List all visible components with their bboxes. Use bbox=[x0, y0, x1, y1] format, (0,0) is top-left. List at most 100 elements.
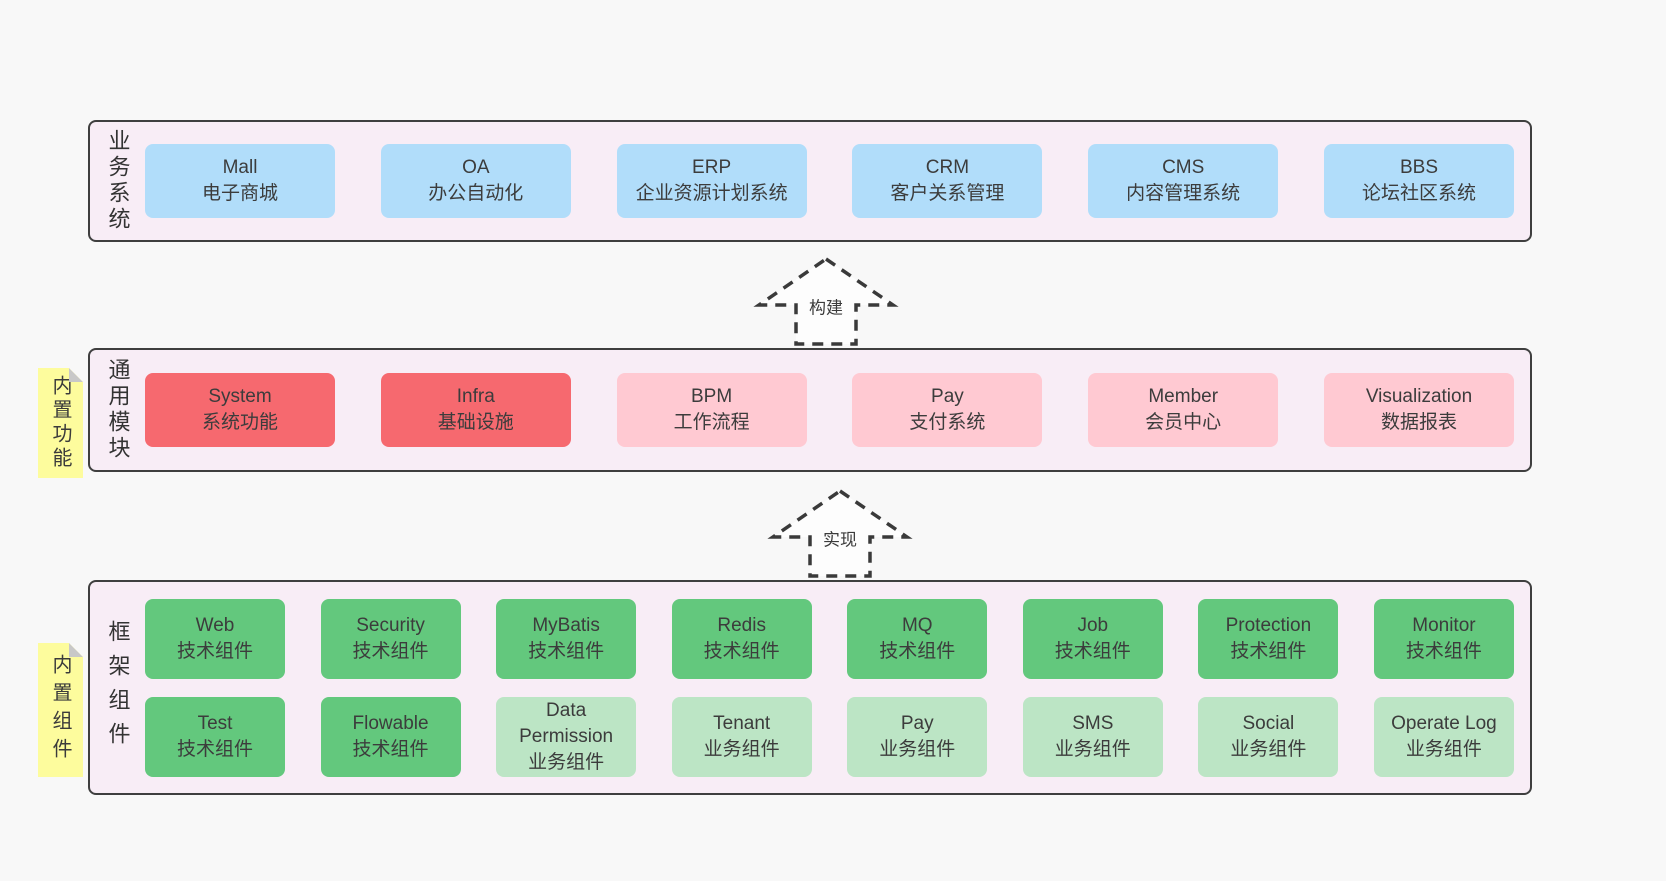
box-title: Infra bbox=[456, 386, 495, 407]
box-subtitle: 数据报表 bbox=[1380, 412, 1457, 433]
box-subtitle: 业务组件 bbox=[1054, 738, 1131, 760]
band-box-grid: Web 技术组件 Security 技术组件 MyBatis 技术组件 Redi… bbox=[145, 598, 1530, 777]
band-box-row: System 系统功能 Infra 基础设施 BPM 工作流程 Pay 支付系统… bbox=[145, 373, 1530, 447]
box-title: Tenant bbox=[713, 712, 771, 734]
box-subtitle: 业务组件 bbox=[703, 738, 780, 760]
box-title: OA bbox=[462, 157, 490, 178]
box-subtitle: 电子商城 bbox=[201, 183, 278, 204]
box-monitor: Monitor 技术组件 bbox=[1373, 598, 1514, 679]
box-subtitle: 内容管理系统 bbox=[1126, 183, 1241, 204]
sticky-note-builtin-features: 内置功能 bbox=[38, 368, 83, 478]
box-mybatis: MyBatis 技术组件 bbox=[496, 598, 637, 679]
box-title: Protection bbox=[1225, 614, 1312, 636]
note-fold-icon bbox=[69, 368, 83, 382]
box-title: Redis bbox=[717, 614, 766, 636]
box-data-permission: Data Permission 业务组件 bbox=[496, 696, 637, 777]
box-erp: ERP 企业资源计划系统 bbox=[616, 144, 807, 218]
box-title: Data Permission bbox=[519, 699, 614, 747]
box-title: Member bbox=[1148, 386, 1219, 407]
box-subtitle: 业务组件 bbox=[1230, 738, 1307, 760]
box-system: System 系统功能 bbox=[145, 373, 335, 447]
box-flowable: Flowable 技术组件 bbox=[320, 696, 461, 777]
implement-arrow: 实现 bbox=[765, 488, 915, 580]
box-social: Social 业务组件 bbox=[1198, 696, 1339, 777]
box-title: Security bbox=[356, 614, 425, 636]
box-subtitle: 技术组件 bbox=[1054, 640, 1131, 662]
box-security: Security 技术组件 bbox=[320, 598, 461, 679]
box-title: Web bbox=[195, 614, 235, 636]
box-title: SMS bbox=[1072, 712, 1114, 734]
arrow-label: 构建 bbox=[805, 292, 847, 320]
box-subtitle: 工作流程 bbox=[673, 412, 750, 433]
note-fold-icon bbox=[69, 643, 83, 657]
box-mall: Mall 电子商城 bbox=[145, 144, 335, 218]
band-framework-components: 框架组件 Web 技术组件 Security 技术组件 MyBatis 技术组件… bbox=[88, 580, 1532, 795]
box-tenant: Tenant 业务组件 bbox=[671, 696, 812, 777]
box-title: CRM bbox=[925, 157, 970, 178]
box-protection: Protection 技术组件 bbox=[1198, 598, 1339, 679]
box-subtitle: 客户关系管理 bbox=[890, 183, 1005, 204]
band-label: 框架组件 bbox=[105, 619, 131, 756]
box-title: Test bbox=[197, 712, 233, 734]
box-subtitle: 技术组件 bbox=[703, 640, 780, 662]
box-title: Monitor bbox=[1412, 614, 1476, 636]
box-redis: Redis 技术组件 bbox=[671, 598, 812, 679]
box-title: Operate Log bbox=[1391, 712, 1497, 734]
box-subtitle: 会员中心 bbox=[1145, 412, 1222, 433]
box-title: BPM bbox=[691, 386, 733, 407]
box-title: Job bbox=[1077, 614, 1109, 636]
box-title: BBS bbox=[1399, 157, 1438, 178]
box-title: CMS bbox=[1162, 157, 1205, 178]
build-arrow: 构建 bbox=[751, 256, 901, 348]
box-bbs: BBS 论坛社区系统 bbox=[1323, 144, 1514, 218]
box-title: MQ bbox=[901, 614, 933, 636]
box-test: Test 技术组件 bbox=[145, 696, 285, 777]
box-operate-log: Operate Log 业务组件 bbox=[1373, 696, 1514, 777]
box-title: Pay bbox=[931, 386, 964, 407]
box-subtitle: 技术组件 bbox=[528, 640, 605, 662]
box-subtitle: 技术组件 bbox=[1230, 640, 1307, 662]
box-sms: SMS 业务组件 bbox=[1022, 696, 1163, 777]
box-subtitle: 支付系统 bbox=[909, 412, 986, 433]
box-subtitle: 业务组件 bbox=[879, 738, 956, 760]
box-job: Job 技术组件 bbox=[1022, 598, 1163, 679]
box-subtitle: 论坛社区系统 bbox=[1361, 183, 1476, 204]
box-title: Visualization bbox=[1365, 386, 1473, 407]
box-subtitle: 办公自动化 bbox=[428, 183, 524, 204]
note-text: 内置组件 bbox=[49, 654, 71, 766]
box-infra: Infra 基础设施 bbox=[380, 373, 571, 447]
box-subtitle: 技术组件 bbox=[1405, 640, 1482, 662]
box-member: Member 会员中心 bbox=[1088, 373, 1279, 447]
box-title: Social bbox=[1242, 712, 1295, 734]
box-subtitle: 技术组件 bbox=[176, 738, 253, 760]
box-mq: MQ 技术组件 bbox=[847, 598, 988, 679]
box-web: Web 技术组件 bbox=[145, 598, 285, 679]
box-pay-component: Pay 业务组件 bbox=[847, 696, 988, 777]
box-crm: CRM 客户关系管理 bbox=[852, 144, 1043, 218]
box-subtitle: 技术组件 bbox=[352, 738, 429, 760]
box-title: ERP bbox=[692, 157, 732, 178]
box-subtitle: 技术组件 bbox=[879, 640, 956, 662]
box-subtitle: 基础设施 bbox=[437, 412, 514, 433]
box-cms: CMS 内容管理系统 bbox=[1088, 144, 1279, 218]
band-label: 通用模块 bbox=[105, 358, 131, 462]
sticky-note-builtin-components: 内置组件 bbox=[38, 643, 83, 777]
box-title: Mall bbox=[222, 157, 258, 178]
box-subtitle: 技术组件 bbox=[352, 640, 429, 662]
box-subtitle: 企业资源计划系统 bbox=[635, 183, 788, 204]
box-visualization: Visualization 数据报表 bbox=[1323, 373, 1514, 447]
box-title: MyBatis bbox=[532, 614, 600, 636]
band-box-row: Mall 电子商城 OA 办公自动化 ERP 企业资源计划系统 CRM 客户关系… bbox=[145, 144, 1530, 218]
box-subtitle: 业务组件 bbox=[1405, 738, 1482, 760]
box-title: Flowable bbox=[352, 712, 429, 734]
box-title: Pay bbox=[900, 712, 934, 734]
band-business-systems: 业务系统 Mall 电子商城 OA 办公自动化 ERP 企业资源计划系统 CRM… bbox=[88, 120, 1532, 242]
box-subtitle: 系统功能 bbox=[201, 412, 278, 433]
box-pay: Pay 支付系统 bbox=[852, 373, 1043, 447]
arrow-label: 实现 bbox=[819, 524, 861, 552]
box-subtitle: 技术组件 bbox=[176, 640, 253, 662]
box-title: System bbox=[208, 386, 272, 407]
band-common-modules: 通用模块 System 系统功能 Infra 基础设施 BPM 工作流程 Pay… bbox=[88, 348, 1532, 472]
band-label: 业务系统 bbox=[105, 129, 131, 233]
